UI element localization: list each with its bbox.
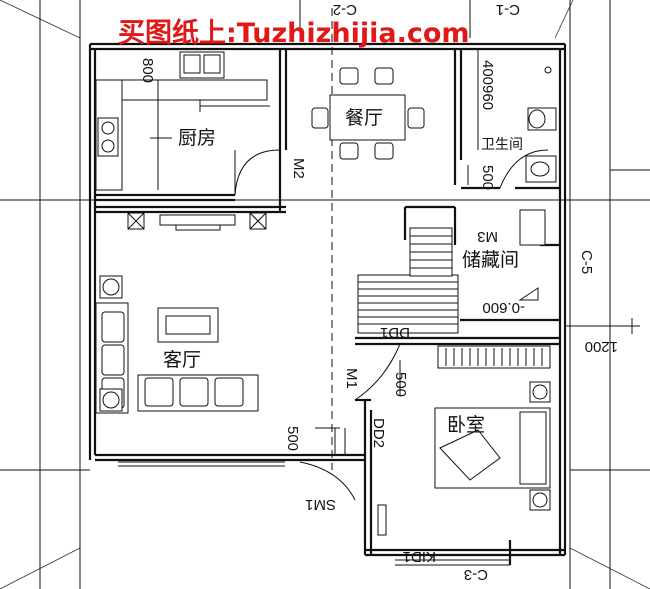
door-label-m3: M3 bbox=[477, 228, 498, 245]
coffee-table bbox=[157, 307, 219, 343]
bed bbox=[434, 381, 551, 511]
wardrobe bbox=[437, 345, 551, 369]
bath-fixtures bbox=[467, 66, 557, 189]
room-label-living: 客厅 bbox=[163, 349, 201, 371]
window-label-c2: C-2 bbox=[333, 1, 357, 18]
tv-cabinet bbox=[127, 212, 267, 231]
window-label-c5: C-5 bbox=[578, 250, 595, 274]
bedroom-window-frame bbox=[377, 504, 512, 566]
staircase bbox=[357, 227, 539, 334]
room-label-storage: 储藏间 bbox=[462, 249, 519, 271]
door-label-dd1: DD1 bbox=[380, 324, 410, 341]
window-label-c1: C-1 bbox=[496, 1, 520, 18]
door-label-sm1: SM1 bbox=[305, 496, 336, 513]
sofa bbox=[95, 275, 259, 414]
door-label-m1: M1 bbox=[343, 368, 360, 389]
dimension-lines bbox=[150, 50, 640, 429]
storage-cabinet bbox=[519, 209, 546, 246]
dining-table bbox=[311, 67, 425, 160]
dim-bath-2: 500 bbox=[479, 165, 496, 190]
stove bbox=[97, 117, 119, 157]
room-label-bathroom: 卫生间 bbox=[481, 137, 523, 153]
room-label-dining: 餐厅 bbox=[345, 107, 383, 129]
door-label-dd2: DD2 bbox=[370, 418, 387, 448]
doors bbox=[234, 149, 401, 501]
watermark: 买图纸上:Tuzhizhijia.com bbox=[118, 17, 470, 49]
dim-kitchen: 800 bbox=[139, 58, 156, 83]
door-label-m2: M2 bbox=[290, 158, 307, 179]
stair-level: -0.600 bbox=[482, 299, 525, 316]
room-label-bedroom: 卧室 bbox=[447, 414, 485, 436]
dim-500-b: 500 bbox=[284, 426, 301, 451]
dim-1200: 1200 bbox=[585, 338, 618, 355]
dim-500-a: 500 bbox=[392, 372, 409, 397]
label-kid1: KID1 bbox=[403, 548, 436, 565]
walls bbox=[88, 42, 567, 557]
room-label-kitchen: 厨房 bbox=[178, 127, 216, 149]
window-label-c3: C-3 bbox=[464, 566, 488, 583]
dim-bath: 400960 bbox=[479, 60, 496, 110]
